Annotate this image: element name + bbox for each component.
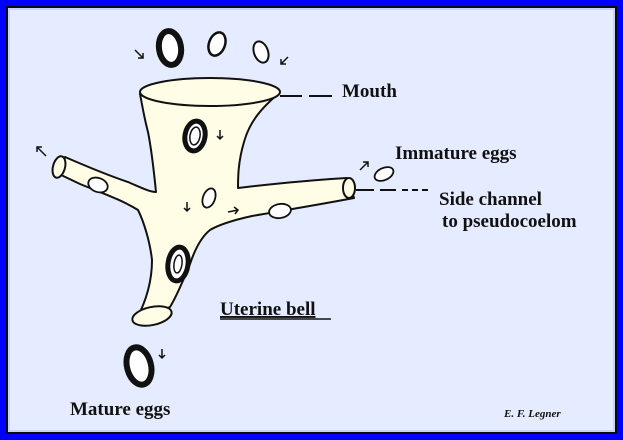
immature-egg-top-2 bbox=[252, 40, 270, 64]
bottom-opening bbox=[131, 305, 173, 327]
mature-egg-bottom bbox=[123, 344, 155, 388]
right-branch-opening bbox=[342, 177, 356, 199]
immature-egg-center bbox=[201, 187, 217, 209]
diagram-panel: Mouth Immature eggs Side channel to pseu… bbox=[6, 6, 617, 434]
label-side-channel-line2: to pseudocoelom bbox=[442, 211, 577, 232]
mature-egg-in-bell bbox=[182, 118, 208, 154]
immature-egg-outside bbox=[373, 166, 395, 182]
mature-egg-top bbox=[155, 28, 185, 68]
label-side-channel-line1: Side channel bbox=[439, 189, 542, 210]
author-signature: E. F. Legner bbox=[503, 408, 561, 420]
left-branch-opening bbox=[51, 155, 67, 179]
leader-lines bbox=[280, 95, 428, 191]
motion-arrows bbox=[36, 49, 369, 360]
label-uterine-bell: Uterine bell bbox=[220, 299, 316, 320]
label-mature-eggs: Mature eggs bbox=[70, 399, 170, 420]
immature-egg-left-branch bbox=[87, 176, 109, 194]
immature-egg-right-branch bbox=[268, 202, 292, 220]
mouth-opening bbox=[139, 77, 281, 107]
immature-egg-top-1 bbox=[207, 31, 227, 57]
uterine-bell-diagram: Mouth Immature eggs Side channel to pseu… bbox=[36, 28, 577, 420]
label-mouth: Mouth bbox=[342, 81, 397, 102]
mature-egg-lower bbox=[165, 244, 191, 284]
label-immature-eggs: Immature eggs bbox=[395, 143, 517, 164]
